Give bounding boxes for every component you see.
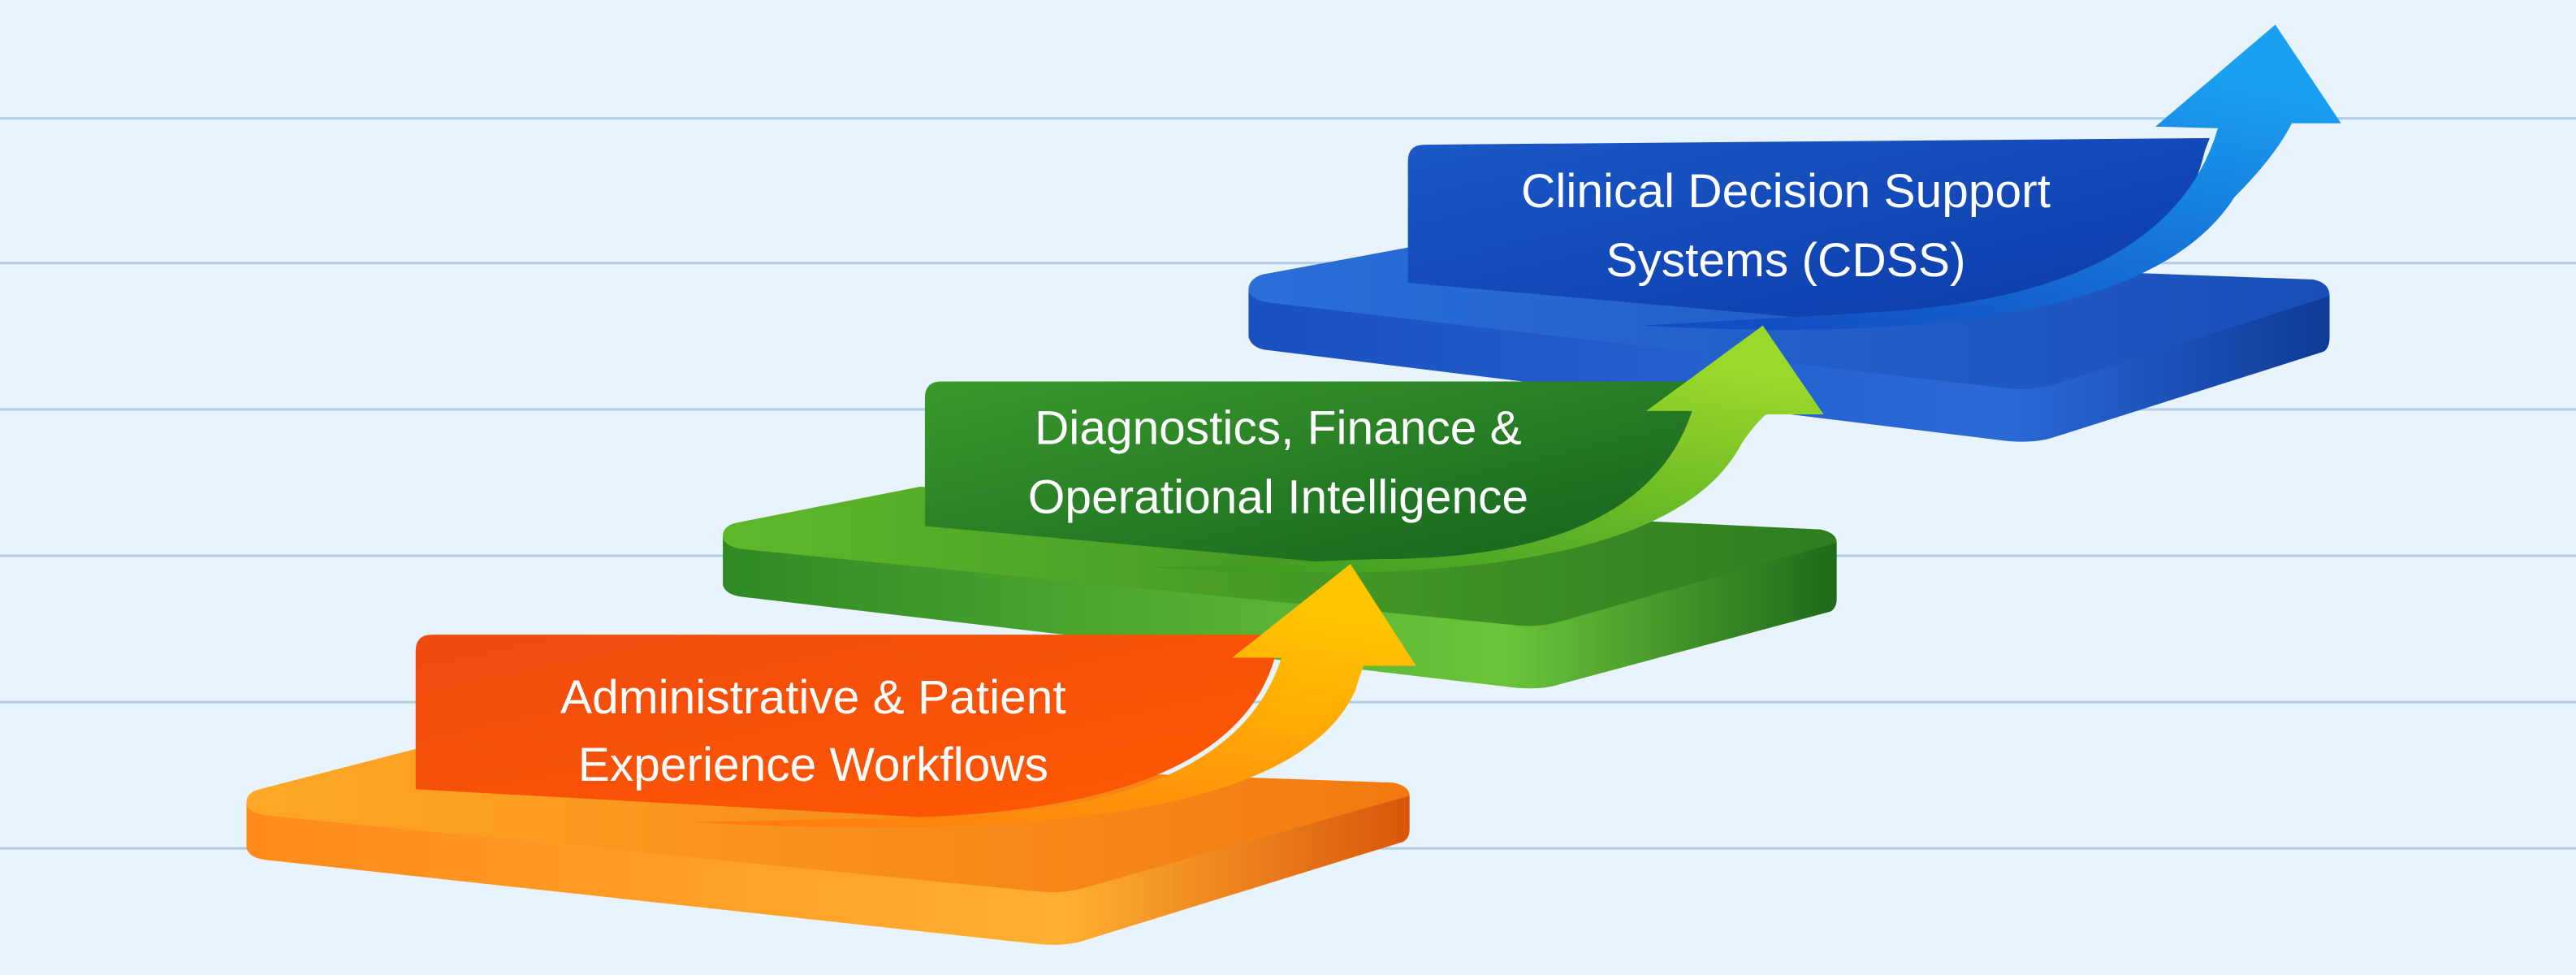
sign-panel <box>924 381 1709 568</box>
sign-panel <box>1407 137 2210 324</box>
step-label-line1: Diagnostics, Finance & <box>1035 401 1522 454</box>
growth-arrow-icon <box>1642 24 2341 330</box>
step-administrative: Administrative & Patient Experience Work… <box>246 564 1416 945</box>
step-label-line2: Experience Workflows <box>578 739 1048 791</box>
growth-arrow-icon <box>689 564 1416 828</box>
step-label-line2: Systems (CDSS) <box>1606 234 1965 287</box>
step-label-line2: Operational Intelligence <box>1028 470 1528 523</box>
step-diagnostics: Diagnostics, Finance & Operational Intel… <box>723 325 1837 689</box>
sign-panel <box>415 635 1282 817</box>
step-label-line1: Administrative & Patient <box>560 671 1066 724</box>
growth-arrow-icon <box>1150 325 1824 574</box>
step-label-line1: Clinical Decision Support <box>1521 165 2051 218</box>
